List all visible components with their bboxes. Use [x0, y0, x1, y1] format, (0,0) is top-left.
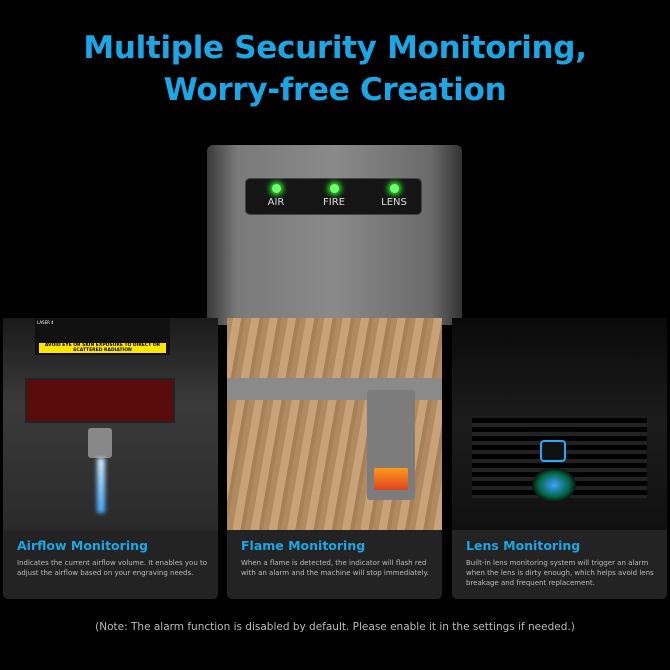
- headline-line-1: Multiple Security Monitoring,: [83, 30, 587, 66]
- card-airflow: LASER 4 AVOID EYE OR SKIN EXPOSURE TO DIR…: [3, 318, 218, 599]
- flame-image: [227, 318, 442, 530]
- card-description: Built-in lens monitoring system will tri…: [466, 559, 654, 587]
- air-nozzle: [88, 428, 112, 458]
- card-title: Lens Monitoring: [466, 538, 581, 553]
- card-flame: Flame Monitoring When a flame is detecte…: [227, 318, 442, 599]
- flame-icon: [374, 468, 408, 490]
- device-image: AIR FIRE LENS: [207, 145, 462, 325]
- indicator-panel: AIR FIRE LENS: [245, 178, 422, 215]
- card-title: Airflow Monitoring: [17, 538, 148, 553]
- indicator-lens: LENS: [364, 184, 424, 208]
- indicator-label: LENS: [381, 197, 407, 208]
- indicator-fire: FIRE: [304, 184, 364, 208]
- headline-line-2: Worry-free Creation: [163, 72, 507, 108]
- card-description: When a flame is detected, the indicator …: [241, 559, 429, 577]
- led-icon: [329, 184, 339, 193]
- airflow-image: LASER 4 AVOID EYE OR SKIN EXPOSURE TO DIR…: [3, 318, 218, 530]
- label-warning-text: AVOID EYE OR SKIN EXPOSURE TO DIRECT OR …: [39, 343, 166, 353]
- label-text: LASER 4: [37, 320, 54, 325]
- lens-image: [452, 318, 667, 530]
- card-lens: Lens Monitoring Built-in lens monitoring…: [452, 318, 667, 599]
- card-description: Indicates the current airflow volume. It…: [17, 559, 208, 577]
- indicator-label: FIRE: [323, 197, 345, 208]
- led-icon: [271, 184, 281, 193]
- indicator-air: AIR: [246, 184, 306, 208]
- lens-icon: [532, 468, 576, 502]
- card-title: Flame Monitoring: [241, 538, 366, 553]
- led-icon: [389, 184, 399, 193]
- red-window: [25, 378, 175, 423]
- footnote: (Note: The alarm function is disabled by…: [95, 621, 575, 633]
- indicator-label: AIR: [267, 197, 285, 208]
- air-jet: [97, 458, 105, 513]
- lens-indicator-icon: [540, 440, 566, 462]
- laser-warning-label: LASER 4 AVOID EYE OR SKIN EXPOSURE TO DIR…: [35, 318, 170, 355]
